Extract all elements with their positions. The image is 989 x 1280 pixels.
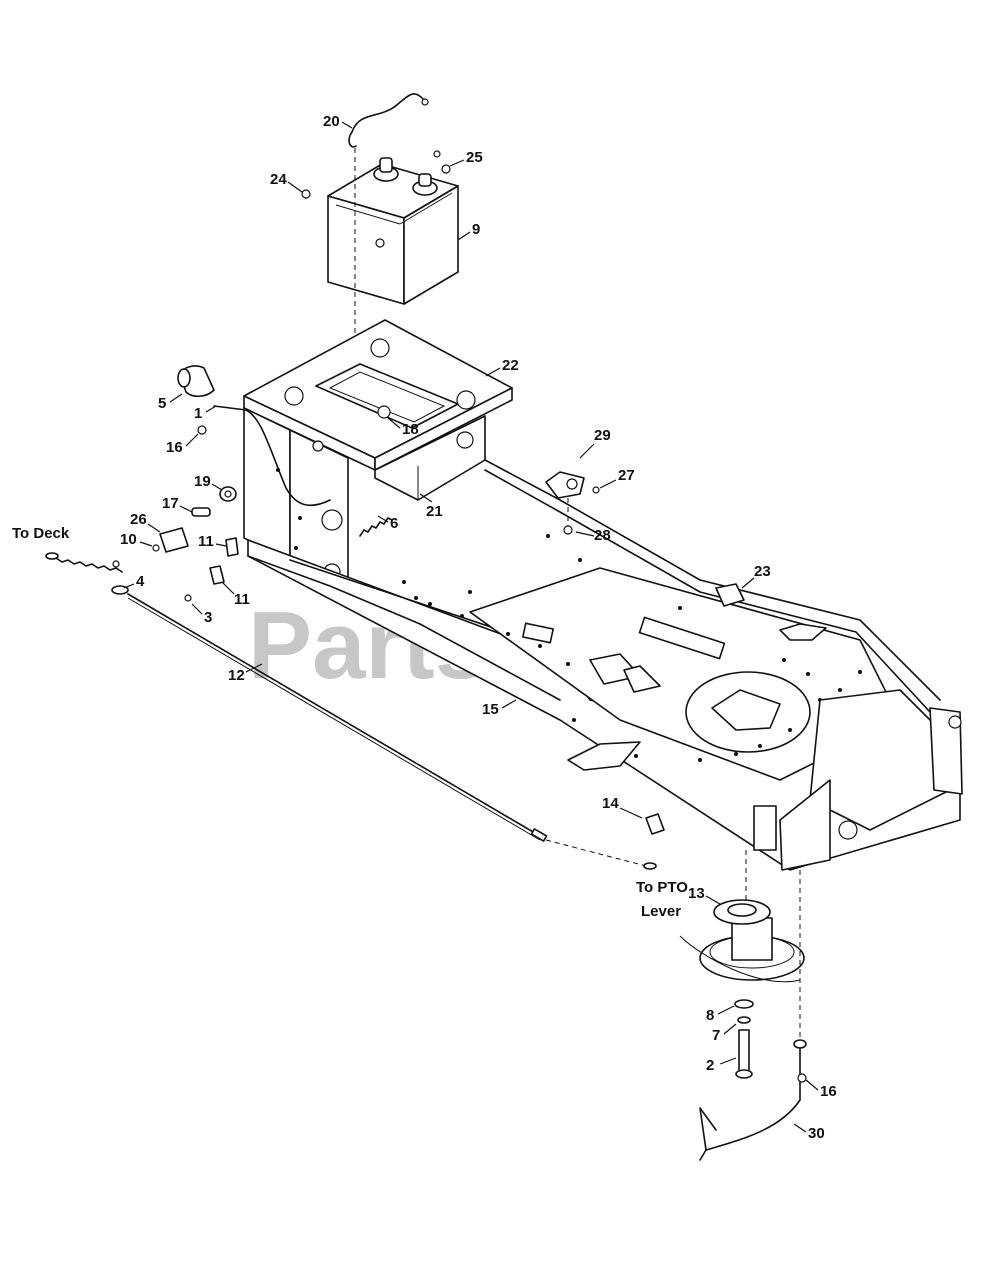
clip-14 <box>645 813 665 835</box>
shift-rod <box>213 405 331 507</box>
callout-7: 7 <box>712 1027 720 1044</box>
note-to-deck: To Deck <box>12 525 70 542</box>
callout-24: 24 <box>270 171 287 188</box>
battery-cable <box>348 93 429 148</box>
pto-lever-rod <box>699 870 807 1161</box>
callout-30: 30 <box>808 1125 825 1142</box>
shift-knob <box>177 365 215 398</box>
callout-2: 2 <box>706 1057 714 1074</box>
switch-assembly <box>152 425 239 602</box>
callout-25: 25 <box>466 149 483 166</box>
callout-23: 23 <box>754 563 771 580</box>
spring <box>359 517 393 537</box>
callout-14: 14 <box>602 795 619 812</box>
deck-cable <box>45 552 657 870</box>
pulley-hardware <box>734 999 754 1079</box>
pto-pulley <box>679 899 805 983</box>
callout-28: 28 <box>594 527 611 544</box>
main-frame <box>243 407 963 900</box>
battery <box>327 157 459 305</box>
callout-labels: 20 25 24 9 22 5 1 18 16 29 27 19 <box>120 113 837 1142</box>
battery-box <box>243 319 513 501</box>
callout-26: 26 <box>130 511 147 528</box>
callout-11a: 11 <box>198 533 214 550</box>
callout-21: 21 <box>426 503 443 520</box>
callout-27: 27 <box>618 467 635 484</box>
callout-9: 9 <box>472 221 480 238</box>
callout-19: 19 <box>194 473 211 490</box>
callout-5: 5 <box>158 395 166 412</box>
clip-23 <box>715 583 745 607</box>
callout-6: 6 <box>390 515 398 532</box>
callout-1: 1 <box>194 405 202 422</box>
callout-16a: 16 <box>166 439 183 456</box>
callout-8: 8 <box>706 1007 714 1024</box>
bracket-assembly <box>545 471 600 535</box>
callout-4: 4 <box>136 573 145 590</box>
callout-10: 10 <box>120 531 137 548</box>
callout-12: 12 <box>228 667 245 684</box>
battery-hardware <box>301 150 451 199</box>
callout-3: 3 <box>204 609 212 626</box>
callout-29: 29 <box>594 427 611 444</box>
callout-22: 22 <box>502 357 519 374</box>
callout-15: 15 <box>482 701 499 718</box>
callout-17: 17 <box>162 495 179 512</box>
callout-13: 13 <box>688 885 705 902</box>
callout-18: 18 <box>402 421 419 438</box>
note-to-pto-line2: Lever <box>641 903 681 920</box>
callout-16b: 16 <box>820 1083 837 1100</box>
callout-20: 20 <box>323 113 340 130</box>
note-to-pto-line1: To PTO <box>636 879 688 896</box>
callout-11b: 11 <box>234 591 250 608</box>
